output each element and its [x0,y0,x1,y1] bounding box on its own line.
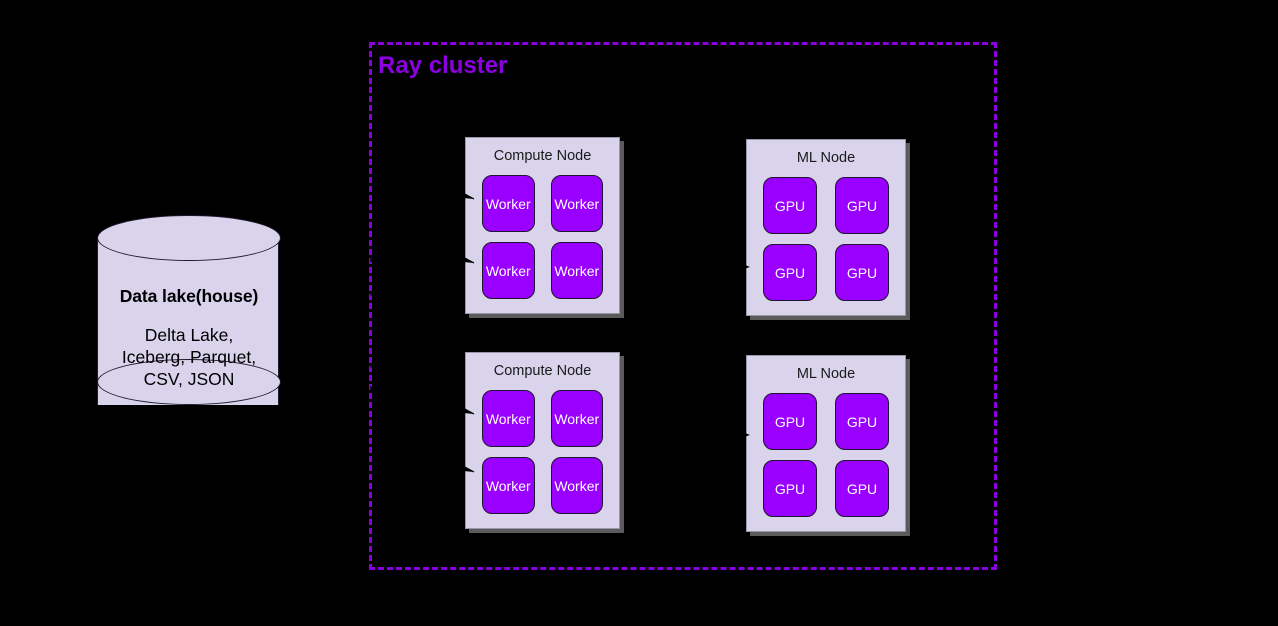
data-lake-text-group: Data lake(house) Delta Lake, Iceberg, Pa… [97,285,281,390]
gpu-unit[interactable]: GPU [763,393,817,450]
node-unit-grid: Worker Worker Worker Worker [482,175,603,299]
data-lake-formats: Delta Lake, Iceberg, Parquet, CSV, JSON [121,325,257,390]
node-title: Compute Node [493,148,592,164]
gpu-unit[interactable]: GPU [835,393,889,450]
node-compute-2[interactable]: Compute Node Worker Worker Worker Worker [465,352,620,529]
worker-unit[interactable]: Worker [550,242,603,299]
arrow-cluster-edge-a [370,258,382,270]
node-compute-1[interactable]: Compute Node Worker Worker Worker Worker [465,137,620,314]
ray-cluster-container [369,42,997,570]
data-lake-cylinder: Data lake(house) Delta Lake, Iceberg, Pa… [97,215,281,428]
gpu-unit[interactable]: GPU [835,177,889,234]
worker-unit[interactable]: Worker [482,175,535,232]
arrow-to-compute-1-worker-b [462,256,475,269]
arrow-to-compute-1-worker-a [462,192,475,205]
data-lake-title: Data lake(house) [119,286,259,306]
gpu-unit[interactable]: GPU [835,460,889,517]
gpu-unit[interactable]: GPU [835,244,889,301]
node-unit-grid: GPU GPU GPU GPU [763,393,889,517]
arrow-to-compute-2-worker-b [462,465,475,478]
node-ml-2[interactable]: ML Node GPU GPU GPU GPU [746,355,906,532]
worker-unit[interactable]: Worker [482,457,535,514]
node-unit-grid: GPU GPU GPU GPU [763,177,889,301]
arrow-cluster-edge-d [370,386,382,398]
node-title: ML Node [796,150,856,166]
worker-unit[interactable]: Worker [482,390,535,447]
arrow-cluster-edge-b [370,290,382,302]
cylinder-bottom-ellipse [97,359,281,405]
arrow-to-ml-1 [740,262,752,274]
ray-cluster-title: Ray cluster [378,52,508,79]
worker-unit[interactable]: Worker [550,457,603,514]
gpu-unit[interactable]: GPU [763,177,817,234]
node-unit-grid: Worker Worker Worker Worker [482,390,603,514]
gpu-unit[interactable]: GPU [763,244,817,301]
gpu-unit[interactable]: GPU [763,460,817,517]
node-ml-1[interactable]: ML Node GPU GPU GPU GPU [746,139,906,316]
worker-unit[interactable]: Worker [482,242,535,299]
worker-unit[interactable]: Worker [550,175,603,232]
arrow-to-ml-2 [740,430,752,442]
arrow-cluster-edge-c [370,362,382,374]
arrow-to-compute-2-worker-a [462,407,475,420]
worker-unit[interactable]: Worker [550,390,603,447]
node-title: ML Node [796,366,856,382]
cylinder-top-ellipse [97,215,281,261]
node-title: Compute Node [493,363,592,379]
